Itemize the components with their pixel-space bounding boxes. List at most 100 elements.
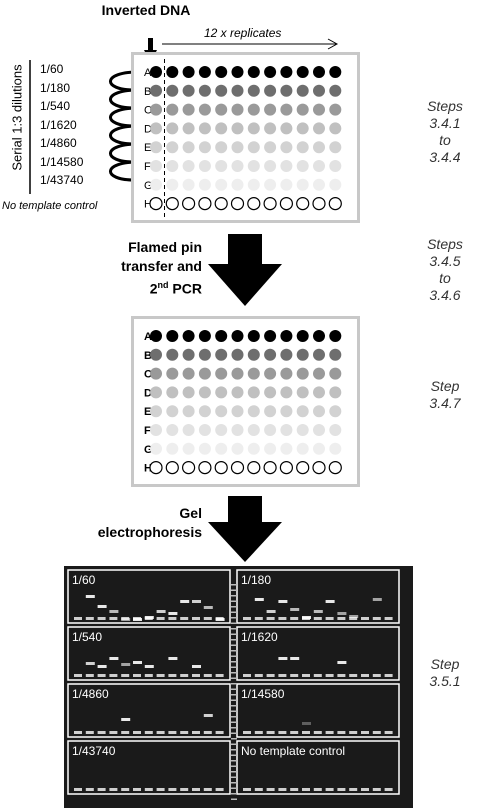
well bbox=[263, 461, 277, 475]
ladder-band bbox=[231, 732, 237, 734]
well bbox=[280, 405, 293, 418]
well bbox=[150, 84, 162, 97]
gel-band bbox=[203, 606, 213, 609]
gel-well bbox=[278, 617, 287, 620]
gel-band bbox=[203, 714, 213, 717]
well bbox=[313, 160, 325, 172]
well bbox=[231, 442, 244, 455]
gel-bands bbox=[67, 569, 400, 800]
gel-well bbox=[133, 731, 141, 734]
gel-well bbox=[243, 731, 251, 734]
gel-well bbox=[121, 731, 130, 734]
gel-band bbox=[302, 616, 311, 619]
step2-l2: 3.4.5 bbox=[429, 253, 461, 269]
well bbox=[231, 330, 244, 342]
gel-well bbox=[361, 788, 369, 791]
well bbox=[150, 330, 162, 342]
step2-l3: to bbox=[439, 270, 451, 286]
gel-well bbox=[337, 788, 346, 791]
well bbox=[215, 367, 228, 380]
gel-panel bbox=[236, 626, 400, 681]
step2-l1: Steps bbox=[427, 236, 463, 252]
gel-band bbox=[121, 618, 131, 621]
well bbox=[313, 424, 325, 436]
well bbox=[182, 405, 195, 418]
well bbox=[247, 330, 260, 342]
well bbox=[247, 461, 261, 475]
gel-well bbox=[243, 788, 251, 791]
well bbox=[313, 141, 325, 154]
gel-band bbox=[349, 615, 359, 618]
well bbox=[296, 141, 309, 154]
well bbox=[198, 386, 211, 399]
well bbox=[312, 197, 326, 211]
well bbox=[165, 197, 179, 211]
gel-well bbox=[372, 731, 381, 734]
ladder-band bbox=[231, 688, 237, 690]
well bbox=[198, 330, 211, 342]
well bbox=[264, 141, 277, 154]
ladder-band bbox=[231, 639, 237, 641]
replicates-label: 12 x replicates bbox=[204, 26, 282, 40]
gel-well bbox=[192, 731, 200, 734]
well bbox=[247, 122, 260, 135]
gel-well bbox=[74, 788, 82, 791]
well bbox=[231, 84, 244, 97]
ladder-band bbox=[231, 727, 237, 729]
well bbox=[264, 442, 277, 455]
well bbox=[280, 141, 293, 154]
well bbox=[279, 197, 293, 211]
ladder-band bbox=[231, 721, 237, 723]
well bbox=[329, 103, 342, 116]
row-letter: B bbox=[144, 350, 152, 362]
gel-well bbox=[361, 617, 369, 620]
step3-l2: 3.4.7 bbox=[429, 395, 461, 411]
well bbox=[198, 461, 212, 475]
gel-well bbox=[290, 731, 299, 734]
gel-band bbox=[278, 657, 288, 660]
gel-well bbox=[278, 731, 287, 734]
gel-well bbox=[372, 674, 381, 677]
well bbox=[150, 122, 162, 135]
ladder-band bbox=[231, 661, 237, 663]
row-letter: B bbox=[144, 86, 151, 98]
gel-well bbox=[349, 617, 358, 620]
gel-well bbox=[302, 674, 310, 677]
well bbox=[296, 367, 309, 380]
well bbox=[247, 103, 260, 116]
well bbox=[296, 424, 309, 436]
well bbox=[247, 424, 260, 436]
dilution-label: 1/60 bbox=[40, 62, 64, 76]
gel-band bbox=[180, 600, 190, 603]
well bbox=[247, 197, 261, 211]
gel-band bbox=[121, 663, 131, 666]
well bbox=[150, 367, 162, 380]
gel-band bbox=[337, 612, 347, 615]
gel-band bbox=[290, 657, 300, 660]
ladder-band bbox=[231, 650, 237, 652]
ladder-band bbox=[231, 584, 237, 586]
gel-well bbox=[325, 731, 334, 734]
step1-l3: to bbox=[439, 132, 451, 148]
gel-well bbox=[313, 674, 322, 677]
well bbox=[166, 84, 179, 97]
well bbox=[166, 367, 179, 380]
ntc-label: No template control bbox=[2, 200, 98, 212]
row-letter: E bbox=[144, 142, 151, 154]
gel-well bbox=[254, 617, 263, 620]
gel-well bbox=[215, 788, 224, 791]
gel-well bbox=[97, 731, 106, 734]
well bbox=[182, 330, 195, 342]
well bbox=[264, 424, 277, 436]
inverted-dna-text: Inverted DNA bbox=[101, 2, 191, 18]
well bbox=[264, 84, 277, 97]
well bbox=[150, 141, 162, 154]
well bbox=[182, 66, 195, 78]
gel-well bbox=[313, 617, 322, 620]
gel-well bbox=[313, 731, 322, 734]
ladder-band bbox=[231, 787, 237, 789]
gel-band bbox=[144, 616, 154, 619]
ladder-band bbox=[231, 606, 237, 608]
